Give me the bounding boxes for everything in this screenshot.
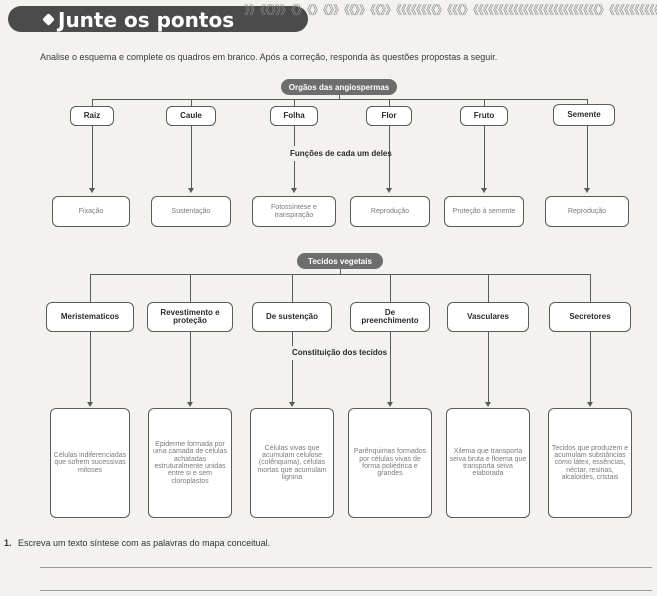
- map2-link-label: Constituição dos tecidos: [292, 348, 388, 357]
- map1-link-label: Funções de cada um deles: [290, 149, 392, 158]
- question-number: 1.: [4, 538, 12, 548]
- map2-connector: [190, 332, 191, 402]
- map1-connector: [484, 99, 485, 106]
- answer-box[interactable]: Sustentação: [151, 196, 231, 227]
- map2-connector: [90, 274, 591, 275]
- answer-box[interactable]: Células vivas que acumulam celulose (col…: [250, 408, 334, 518]
- map2-connector: [292, 360, 293, 402]
- answer-box[interactable]: Fotossíntese e transpiração: [252, 196, 336, 227]
- map2-connector: [340, 269, 341, 274]
- tissue-sustentacao: De sustenção: [252, 302, 332, 332]
- organ-raiz: Raiz: [70, 106, 114, 126]
- page-title: Junte os pontos: [58, 8, 235, 32]
- map1-connector: [484, 126, 485, 188]
- answer-box[interactable]: Parênquimas formados por células vivas d…: [348, 408, 432, 518]
- arrow-down-icon: [387, 402, 393, 407]
- answer-box[interactable]: Tecidos que produzem e acumulam substânc…: [548, 408, 632, 518]
- answer-box[interactable]: Fixação: [52, 196, 130, 227]
- answer-box[interactable]: Reprodução: [545, 196, 629, 227]
- question-1: 1. Escreva um texto síntese com as palav…: [4, 538, 270, 548]
- map1-connector: [294, 99, 295, 106]
- organ-folha: Folha: [270, 106, 318, 126]
- map1-connector: [294, 161, 295, 188]
- tissue-meristematicos: Meristematicos: [46, 302, 134, 332]
- instruction-text: Analise o esquema e complete os quadros …: [40, 52, 498, 62]
- arrow-down-icon: [386, 188, 392, 193]
- arrow-down-icon: [584, 188, 590, 193]
- map1-connector: [587, 99, 588, 104]
- tissue-vasculares: Vasculares: [447, 302, 529, 332]
- answer-line[interactable]: [40, 567, 652, 568]
- arrow-down-icon: [87, 402, 93, 407]
- map2-connector: [292, 274, 293, 302]
- answer-box[interactable]: Xilema que transporta seiva bruta e floe…: [446, 408, 530, 518]
- map1-connector: [294, 126, 295, 146]
- map1-connector: [389, 126, 390, 188]
- organ-caule: Caule: [166, 106, 216, 126]
- map2-connector: [90, 274, 91, 302]
- map1-root: Orgãos das angiospermas: [281, 79, 397, 95]
- organ-flor: Flor: [366, 106, 412, 126]
- map2-connector: [390, 274, 391, 302]
- answer-box[interactable]: Reprodução: [350, 196, 430, 227]
- arrow-down-icon: [587, 402, 593, 407]
- arrow-down-icon: [485, 402, 491, 407]
- answer-box[interactable]: Proteção à semente: [444, 196, 524, 227]
- arrow-down-icon: [291, 188, 297, 193]
- map1-connector: [191, 126, 192, 188]
- arrow-down-icon: [481, 188, 487, 193]
- organ-fruto: Fruto: [460, 106, 508, 126]
- tissue-preenchimento: De preenchimento: [350, 302, 430, 332]
- diamond-bullet-icon: [42, 13, 55, 26]
- map1-connector: [92, 99, 587, 100]
- map1-connector: [92, 126, 93, 188]
- map2-connector: [590, 332, 591, 402]
- answer-line[interactable]: [40, 590, 652, 591]
- map2-connector: [292, 332, 293, 346]
- arrow-down-icon: [188, 188, 194, 193]
- decorative-pattern: 》》《《》》》《》《》《》》《《》》《《》》《《《《《《《《》《《《》《《《《《…: [244, 3, 657, 17]
- organ-semente: Semente: [553, 104, 615, 126]
- map1-connector: [587, 126, 588, 188]
- question-text: Escreva um texto síntese com as palavras…: [18, 538, 271, 548]
- map1-connector: [339, 95, 340, 99]
- map2-connector: [390, 332, 391, 402]
- tissue-revestimento: Revestimento e proteção: [147, 302, 233, 332]
- arrow-down-icon: [89, 188, 95, 193]
- arrow-down-icon: [289, 402, 295, 407]
- map2-root: Tecidos vegetais: [297, 253, 383, 269]
- map2-connector: [190, 274, 191, 302]
- answer-box[interactable]: Epiderme formada por uma camada de célul…: [148, 408, 232, 518]
- map2-connector: [590, 274, 591, 302]
- answer-box[interactable]: Células indiferenciadas que sofrem suces…: [50, 408, 130, 518]
- map2-connector: [90, 332, 91, 402]
- map1-connector: [191, 99, 192, 106]
- map2-connector: [488, 332, 489, 402]
- tissue-secretores: Secretores: [549, 302, 631, 332]
- arrow-down-icon: [187, 402, 193, 407]
- map1-connector: [389, 99, 390, 106]
- title-banner: Junte os pontos: [8, 6, 308, 32]
- map1-connector: [92, 99, 93, 106]
- map2-connector: [488, 274, 489, 302]
